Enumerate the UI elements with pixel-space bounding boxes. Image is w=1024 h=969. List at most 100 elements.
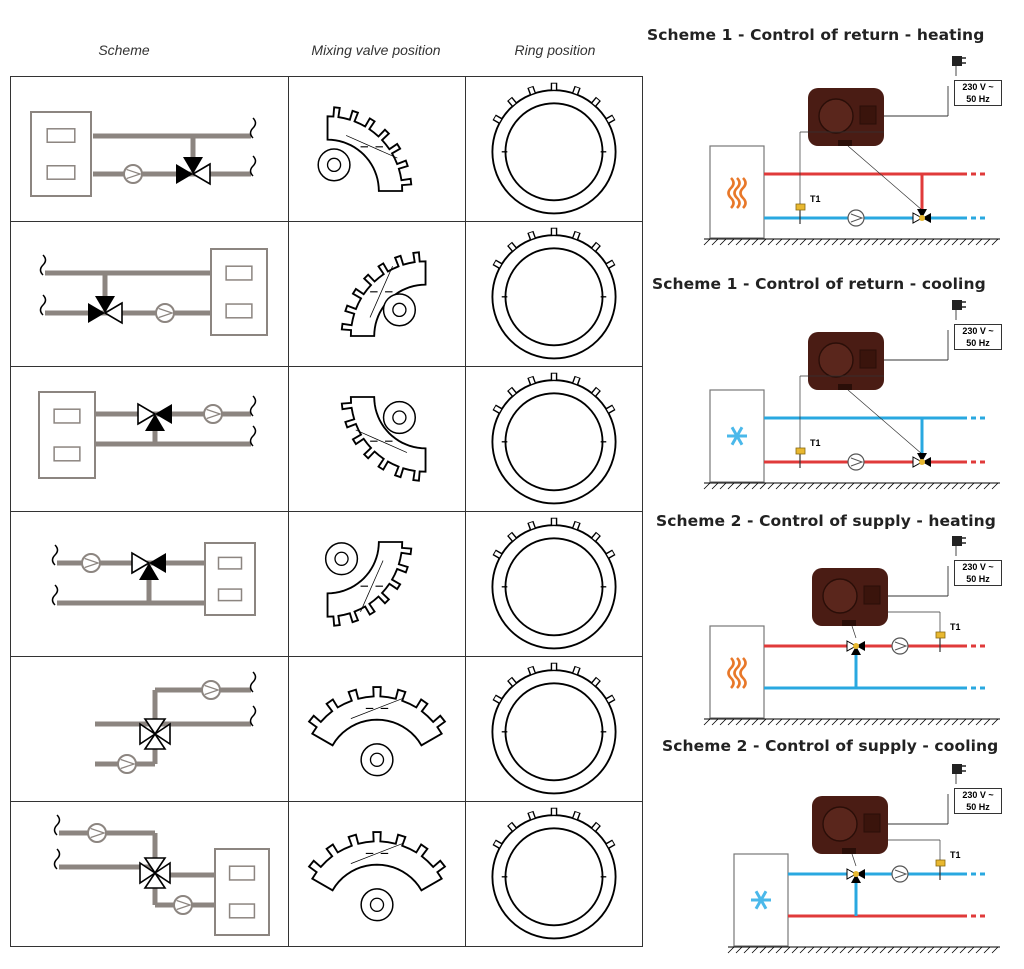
boiler-unit	[209, 248, 268, 336]
voltage-box: 230 V ~50 Hz	[954, 560, 1002, 586]
ring-diagram	[491, 82, 617, 215]
voltage-line-2: 50 Hz	[966, 574, 990, 584]
pump-icon	[122, 164, 143, 184]
table-row	[10, 221, 643, 367]
sensor-t1-icon	[795, 203, 806, 211]
heater-icon	[727, 657, 735, 689]
heater-icon	[733, 657, 741, 689]
pump-icon	[116, 754, 137, 774]
voltage-line-2: 50 Hz	[966, 94, 990, 104]
mixing-valve-diagram	[340, 251, 427, 337]
scheme-table	[10, 76, 643, 947]
mixing-valve-cell	[288, 366, 466, 512]
scheme-diagram	[94, 671, 256, 774]
valve-icon	[912, 209, 931, 224]
panel-1-title: Scheme 1 - Control of return - heating	[647, 26, 985, 44]
mixing-valve-cell	[288, 511, 466, 657]
mixing-valve-diagram	[307, 686, 447, 777]
pump-icon	[172, 895, 193, 915]
mixing-valve-diagram	[340, 396, 427, 482]
mixing-valve-cell	[288, 801, 466, 947]
pump-icon	[80, 553, 101, 573]
voltage-box: 230 V ~ 50 Hz	[954, 324, 1002, 350]
panel-return-heating: 230 V ~ 50 Hz T1	[700, 50, 1020, 250]
voltage-line-1: 230 V ~	[962, 82, 994, 92]
snowflake-icon	[751, 890, 771, 910]
pump-icon	[891, 865, 909, 883]
knob-icon	[360, 888, 394, 922]
scheme-diagram	[39, 248, 268, 336]
controller-icon	[812, 796, 888, 854]
boiler-unit	[709, 145, 765, 239]
ring-cell	[465, 801, 643, 947]
mixing-valve-cell	[288, 656, 466, 802]
table-row	[10, 801, 643, 947]
panel-3-title: Scheme 2 - Control of supply - heating	[656, 512, 996, 530]
header-ring: Ring position	[514, 42, 596, 58]
scheme-diagram	[51, 542, 256, 616]
ring-diagram	[491, 227, 617, 360]
voltage-line-2: 50 Hz	[966, 338, 990, 348]
sensor-t1-label: T1	[950, 850, 961, 860]
scheme-cell	[10, 76, 289, 222]
mixing-valve-diagram	[324, 541, 413, 627]
pump-icon	[202, 404, 223, 424]
knob-icon	[324, 542, 359, 576]
pump-icon	[154, 303, 175, 323]
controller-icon	[808, 88, 884, 146]
plug-icon	[952, 536, 966, 546]
scheme-cell	[10, 656, 289, 802]
valve-icon	[136, 402, 172, 431]
boiler-unit	[37, 391, 96, 479]
knob-icon	[360, 743, 394, 777]
ring-cell	[465, 221, 643, 367]
sensor-t1-icon	[935, 859, 946, 867]
table-row	[10, 511, 643, 657]
panel-supply-cooling: 230 V ~50 Hz T1	[700, 758, 1020, 954]
mixing-valve-diagram	[307, 831, 447, 922]
pump-icon	[847, 453, 865, 471]
ring-cell	[465, 366, 643, 512]
sensor-t1-icon	[935, 631, 946, 639]
knob-icon	[317, 148, 351, 182]
controller-icon	[812, 568, 888, 626]
valve-icon	[138, 857, 171, 889]
valve-icon	[846, 640, 865, 655]
ring-diagram	[491, 517, 617, 650]
pump-icon	[891, 637, 909, 655]
table-row	[10, 656, 643, 802]
valve-icon	[130, 551, 166, 580]
heater-icon	[733, 177, 741, 209]
ring-diagram	[491, 662, 617, 795]
panel-4-title: Scheme 2 - Control of supply - cooling	[662, 737, 999, 755]
valve-icon	[912, 453, 931, 468]
ring-cell	[465, 76, 643, 222]
voltage-line-1: 230 V ~	[962, 790, 994, 800]
plug-icon	[952, 764, 966, 774]
boiler-unit	[213, 848, 270, 936]
scheme-cell	[10, 801, 289, 947]
valve-icon	[175, 157, 211, 186]
scheme-cell	[10, 366, 289, 512]
pump-icon	[200, 680, 221, 700]
ring-cell	[465, 656, 643, 802]
boiler-unit	[203, 542, 256, 616]
snowflake-icon	[727, 426, 747, 446]
scheme-diagram	[29, 111, 256, 197]
heater-icon	[739, 177, 747, 209]
mixing-valve-cell	[288, 76, 466, 222]
pump-icon	[86, 823, 107, 843]
voltage-line-1: 230 V ~	[962, 326, 994, 336]
voltage-box: 230 V ~ 50 Hz	[954, 80, 1002, 106]
panel-2-title: Scheme 1 - Control of return - cooling	[652, 275, 986, 293]
scheme-diagram	[37, 391, 256, 479]
mixing-valve-diagram	[317, 106, 413, 192]
pump-icon	[847, 209, 865, 227]
voltage-box: 230 V ~50 Hz	[954, 788, 1002, 814]
boiler-unit	[709, 625, 765, 719]
ring-diagram	[491, 372, 617, 505]
header-mixing-valve: Mixing valve position	[311, 42, 441, 58]
sensor-t1-label: T1	[810, 194, 821, 204]
boiler-unit	[29, 111, 92, 197]
